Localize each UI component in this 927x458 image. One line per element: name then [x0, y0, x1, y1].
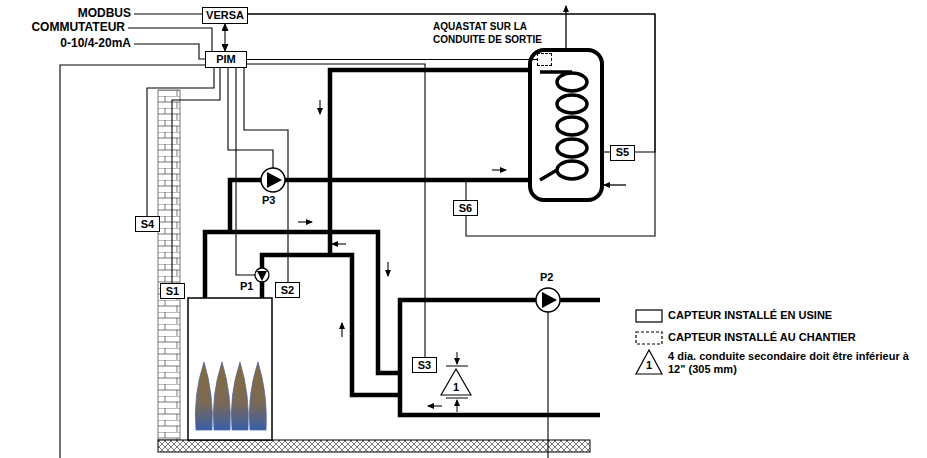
sensor-box: S4: [135, 216, 160, 232]
boiler: [188, 298, 272, 440]
controller-box: PIM: [205, 51, 247, 68]
node-text: S4: [141, 218, 154, 231]
signal-label: 0-10/4-20mA: [60, 37, 131, 50]
signal-wire: [247, 59, 537, 60]
legend-text: CAPTEUR INSTALLÉ EN USINE: [668, 309, 832, 322]
signal-wire: [224, 24, 225, 51]
signal-label: MODBUS: [78, 7, 131, 20]
pump-label: P3: [262, 194, 275, 207]
controller-box: VERSA: [202, 7, 248, 24]
node-text: S5: [616, 146, 629, 159]
signal-wire: [248, 14, 655, 152]
sensor-box: S1: [160, 283, 185, 299]
heating-coil: [540, 72, 587, 180]
triangle-shape: [441, 369, 471, 395]
solid-box-sample: [636, 310, 662, 322]
sensor-box: S3: [412, 357, 437, 373]
node-text: 1: [453, 381, 459, 394]
sensor-box: S5: [610, 145, 635, 161]
burner-flames: [195, 362, 266, 430]
node-text: S6: [459, 202, 472, 215]
pump-label: P2: [540, 271, 553, 284]
signal-wire: [147, 68, 214, 216]
brick-wall: [158, 90, 180, 440]
node-text: VERSA: [206, 9, 244, 22]
node-text: PIM: [216, 53, 236, 66]
legend-text: CAPTEUR INSTALLÉ AU CHANTIER: [668, 331, 856, 344]
note-triangle: 1: [440, 368, 472, 396]
node-text: S1: [166, 285, 179, 298]
pump-p3: [261, 168, 285, 192]
sensor-box: S6: [453, 200, 478, 216]
cold-inlet: [604, 184, 626, 185]
signal-wire: [247, 64, 425, 357]
signal-wire: [172, 68, 220, 283]
sensor-box: S2: [275, 282, 300, 298]
hot-outlet: [565, 6, 566, 50]
field-sensor: AQUASTAT SUR LA CONDUITE DE SORTIE: [537, 53, 552, 66]
signal-label: COMMUTATEUR: [31, 21, 125, 34]
pump-p1: [255, 268, 269, 282]
pump-p2: [536, 288, 560, 312]
coil-turns: [540, 72, 587, 180]
storage-tank: [530, 50, 602, 200]
pump-label: P1: [240, 280, 253, 293]
node-text: S2: [281, 284, 294, 297]
node-text: S3: [418, 359, 431, 372]
dashed-box-sample: [636, 332, 662, 344]
sensor-caption: AQUASTAT SUR LA CONDUITE DE SORTIE: [433, 20, 555, 46]
signal-wire: [248, 14, 655, 236]
signal-wire: [244, 68, 288, 282]
legend-text: 4 dia. conduite secondaire doit être inf…: [668, 350, 918, 376]
flow-arrows: [298, 100, 506, 406]
floor: [158, 440, 590, 452]
triangle-sample: [636, 350, 662, 374]
callout-number: 1: [646, 359, 652, 372]
